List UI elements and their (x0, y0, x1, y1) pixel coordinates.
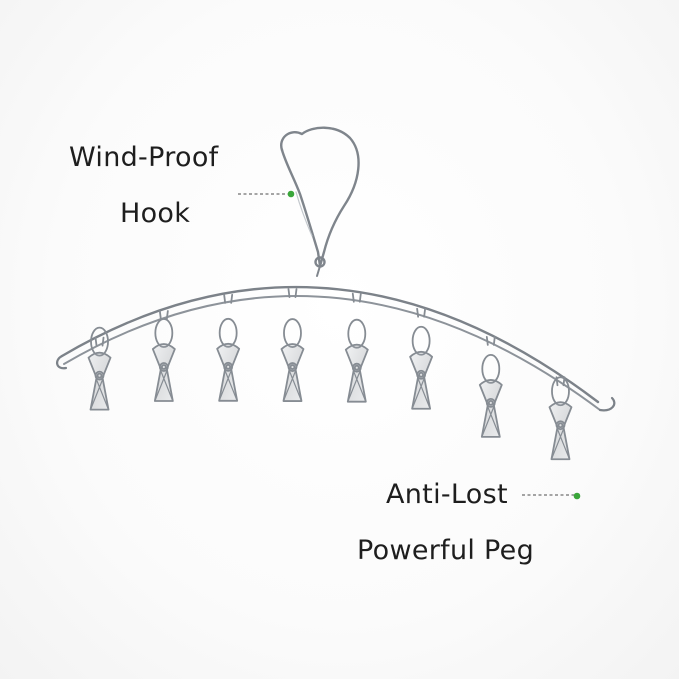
clothes-peg (344, 292, 369, 403)
hook-callout-line-2: Hook (120, 198, 191, 229)
clothes-peg (87, 326, 112, 411)
peg-callout-line-2: Powerful Peg (357, 535, 535, 566)
clothes-peg (548, 376, 573, 461)
hook-marker-dot (287, 190, 295, 198)
peg-marker-dot (573, 492, 581, 500)
wind-proof-hook (280, 126, 360, 277)
peg-callout-line-1: Anti-Lost (386, 479, 508, 510)
hook-callout-leader (238, 190, 295, 198)
clothes-peg (280, 288, 305, 402)
clothes-peg (151, 310, 176, 402)
hook-callout-line-1: Wind-Proof (69, 142, 219, 173)
hanger-rod (56, 285, 616, 412)
clothes-peg (216, 293, 241, 402)
clothes-peg (409, 307, 434, 410)
peg-callout-leader (522, 492, 581, 500)
clothes-peg (478, 335, 503, 438)
peg-group (87, 288, 573, 461)
